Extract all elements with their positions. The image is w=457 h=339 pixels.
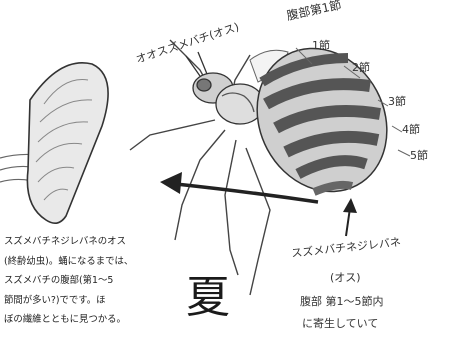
arrow-head-up [343, 198, 357, 213]
label-parasite-sex: (オス) [330, 272, 361, 283]
caption-line: ぼの繊維とともに見つかる。 [4, 310, 182, 330]
caption-text: スズメバチネジレバネのオス (終齢幼虫)。蛹になるまでは、 スズメバチの腹部(第… [4, 232, 182, 330]
label-seg-2: 2節 [352, 62, 370, 73]
caption-line: 節間が多い?)でです。ほ [4, 291, 182, 311]
caption-line: (終齢幼虫)。蛹になるまでは、 [4, 252, 182, 272]
label-seg-4: 4節 [402, 124, 420, 135]
season-kanji: 夏 [186, 276, 230, 320]
larva-drawing [27, 63, 108, 223]
label-seg-3: 3節 [388, 96, 406, 107]
caption-line: スズメバチの腹部(第1〜5 [4, 271, 182, 291]
label-seg-1: 1節 [312, 40, 330, 51]
arrow-to-larva [176, 184, 318, 202]
caption-line: スズメバチネジレバネのオス [4, 232, 182, 252]
arrow-head-left [160, 172, 182, 194]
label-parasite-location-2: に寄生していて [302, 318, 378, 329]
label-seg-5: 5節 [410, 150, 428, 161]
label-parasite-location-1: 腹部 第1〜5節内 [300, 296, 384, 307]
